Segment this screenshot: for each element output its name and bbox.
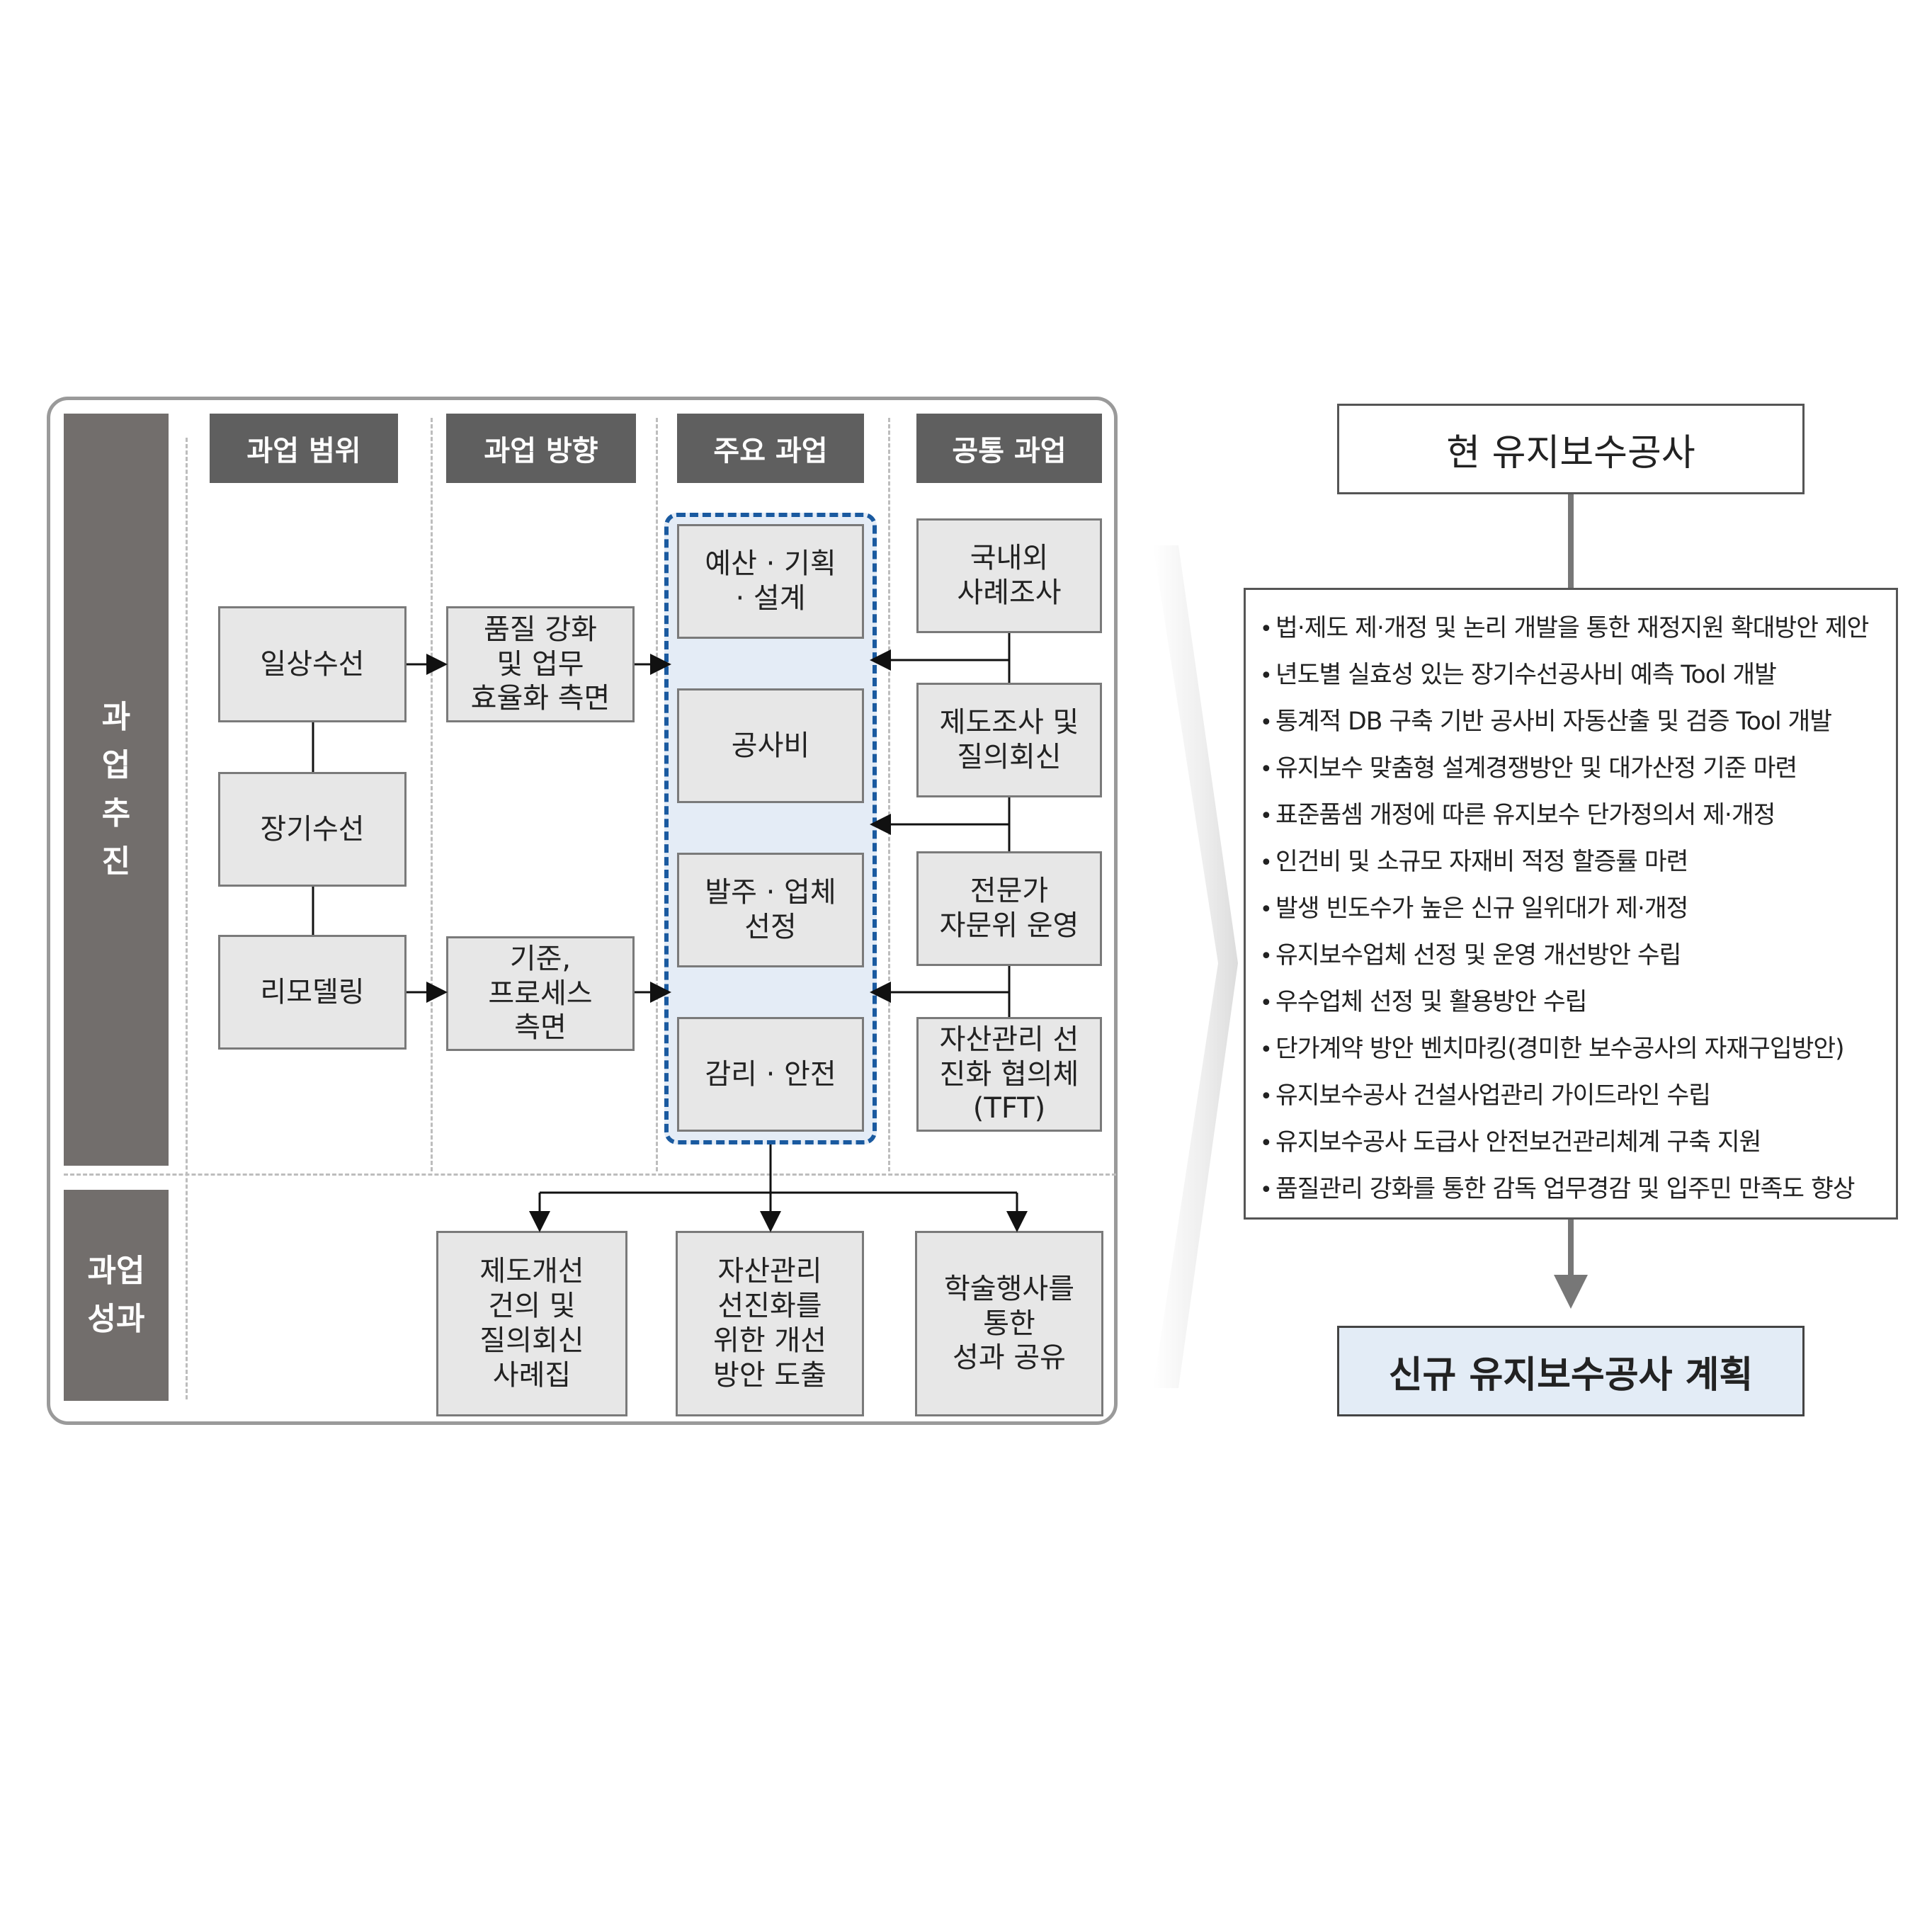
list-item: 유지보수업체 선정 및 운영 개선방안 수립 <box>1260 933 1868 979</box>
column-separator <box>431 418 433 1171</box>
side-label-task-execution: 과 업 추 진 <box>64 414 169 1166</box>
improvement-items-box: 법·제도 제·개정 및 논리 개발을 통한 재정지원 확대방안 제안 년도별 실… <box>1244 588 1898 1220</box>
list-item: 우수업체 선정 및 활용방안 수립 <box>1260 979 1868 1026</box>
direction-standard-process: 기준, 프로세스 측면 <box>446 936 635 1051</box>
scope-long-term-repair: 장기수선 <box>218 772 407 887</box>
column-separator <box>186 438 188 1399</box>
side-label-task-outcome: 과업 성과 <box>64 1190 169 1401</box>
direction-quality-efficiency: 품질 강화 및 업무 효율화 측면 <box>446 606 635 722</box>
list-item: 단가계약 방안 벤치마킹(경미한 보수공사의 자재구입방안) <box>1260 1026 1868 1073</box>
list-item: 인건비 및 소규모 자재비 적정 할증률 마련 <box>1260 839 1868 886</box>
main-task-ordering-selection: 발주 · 업체 선정 <box>677 853 864 967</box>
side-char: 진 <box>101 843 131 880</box>
list-item: 유지보수공사 도급사 안전보건관리체계 구축 지원 <box>1260 1120 1868 1166</box>
main-task-construction-cost: 공사비 <box>677 688 864 803</box>
side-char: 업 <box>101 746 131 783</box>
outcome-academic-sharing: 학술행사를 통한 성과 공유 <box>915 1231 1103 1416</box>
list-item: 발생 빈도수가 높은 신규 일위대가 제·개정 <box>1260 886 1868 933</box>
header-task-scope: 과업 범위 <box>210 414 398 483</box>
list-item: 년도별 실효성 있는 장기수선공사비 예측 Tool 개발 <box>1260 652 1868 699</box>
common-task-expert-committee: 전문가 자문위 운영 <box>916 851 1102 966</box>
list-item: 표준품셈 개정에 따른 유지보수 단가정의서 제·개정 <box>1260 792 1868 839</box>
side-char: 추 <box>101 795 131 831</box>
flow-chevron-icon <box>1153 545 1238 1388</box>
common-task-case-study: 국내외 사례조사 <box>916 518 1102 633</box>
list-item: 법·제도 제·개정 및 논리 개발을 통한 재정지원 확대방안 제안 <box>1260 606 1869 652</box>
header-main-tasks: 주요 과업 <box>677 414 864 483</box>
header-common-tasks: 공통 과업 <box>916 414 1102 483</box>
common-task-regulation-inquiry: 제도조사 및 질의회신 <box>916 683 1102 797</box>
outcome-regulation-casebook: 제도개선 건의 및 질의회신 사례집 <box>436 1231 627 1416</box>
new-maintenance-plan-title: 신규 유지보수공사 계획 <box>1388 1353 1754 1397</box>
column-separator <box>888 418 890 1171</box>
new-maintenance-plan-box: 신규 유지보수공사 계획 <box>1337 1326 1805 1416</box>
list-item: 유지보수 맞춤형 설계경쟁방안 및 대가산정 기준 마련 <box>1260 746 1868 792</box>
main-task-supervision-safety: 감리 · 안전 <box>677 1017 864 1132</box>
common-task-tft-council: 자산관리 선 진화 협의체 (TFT) <box>916 1017 1102 1132</box>
scope-remodeling: 리모델링 <box>218 935 407 1050</box>
list-item: 통계적 DB 구축 기반 공사비 자동산출 및 검증 Tool 개발 <box>1260 699 1868 746</box>
main-task-budget-planning-design: 예산 · 기획 · 설계 <box>677 524 864 639</box>
list-item: 유지보수공사 건설사업관리 가이드라인 수립 <box>1260 1073 1868 1120</box>
side-char: 과 <box>101 698 131 735</box>
scope-daily-repair: 일상수선 <box>218 606 407 722</box>
list-item: 품질관리 강화를 통한 감독 업무경감 및 입주민 만족도 향상 <box>1260 1166 1868 1213</box>
header-task-direction: 과업 방향 <box>446 414 636 483</box>
side-line: 과업 <box>87 1252 145 1289</box>
column-separator <box>656 418 658 1171</box>
side-line: 성과 <box>87 1301 145 1337</box>
current-maintenance-box: 현 유지보수공사 <box>1337 404 1805 494</box>
improvement-list: 법·제도 제·개정 및 논리 개발을 통한 재정지원 확대방안 제안 년도별 실… <box>1260 606 1869 1213</box>
section-separator <box>64 1174 1116 1176</box>
current-maintenance-title: 현 유지보수공사 <box>1446 431 1695 475</box>
